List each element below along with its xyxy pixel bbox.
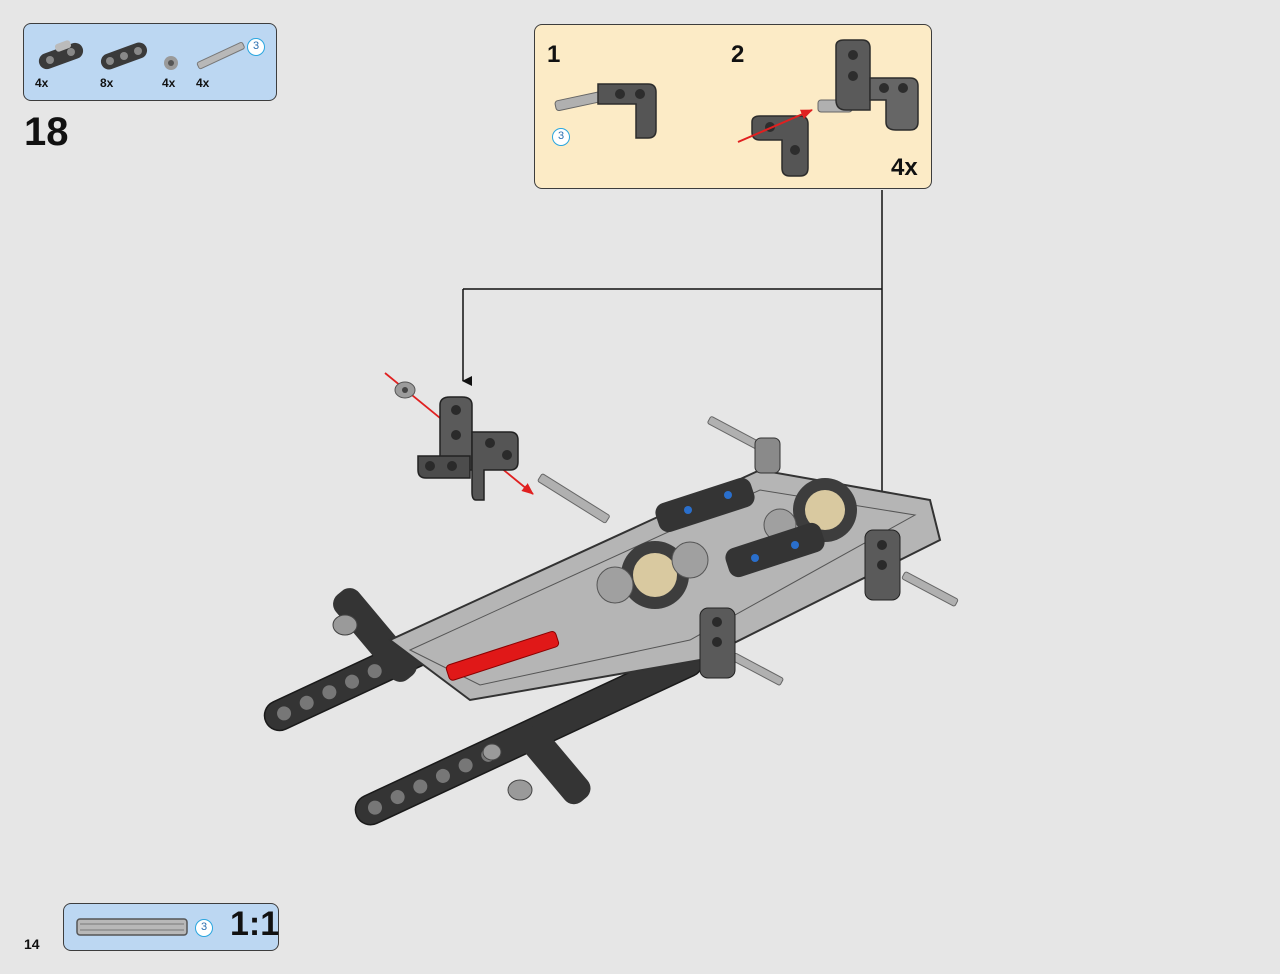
sub-step-2-assembly-icon	[737, 39, 919, 177]
callout-connector-lines	[462, 190, 891, 523]
scale-axle-icon	[76, 918, 188, 936]
scale-axle-length-badge: 3	[195, 919, 213, 937]
sub-step-2-number: 2	[731, 41, 745, 68]
sub-assembly-multiplier: 4x	[891, 154, 918, 181]
part-qty-4: 4x	[196, 76, 210, 90]
page-number: 14	[24, 936, 40, 952]
part-qty-2: 8x	[100, 76, 114, 90]
beam-1x3-icon	[100, 42, 148, 70]
sub-step-1-assembly-icon	[554, 83, 657, 139]
bush-icon	[164, 56, 178, 70]
chassis-model	[263, 416, 959, 826]
part-qty-3: 4x	[162, 76, 176, 90]
axle-3-icon	[196, 41, 245, 70]
sub-axle-length-badge: 3	[552, 128, 570, 146]
part-qty-1: 4x	[35, 76, 49, 90]
sub-step-1-number: 1	[547, 41, 561, 68]
parts-axle-length-badge: 3	[247, 38, 265, 56]
floating-bracket-assembly	[384, 372, 610, 524]
beam-1x2-icon	[38, 40, 84, 70]
step-number: 18	[24, 110, 69, 154]
scale-label: 1:1	[230, 905, 280, 943]
